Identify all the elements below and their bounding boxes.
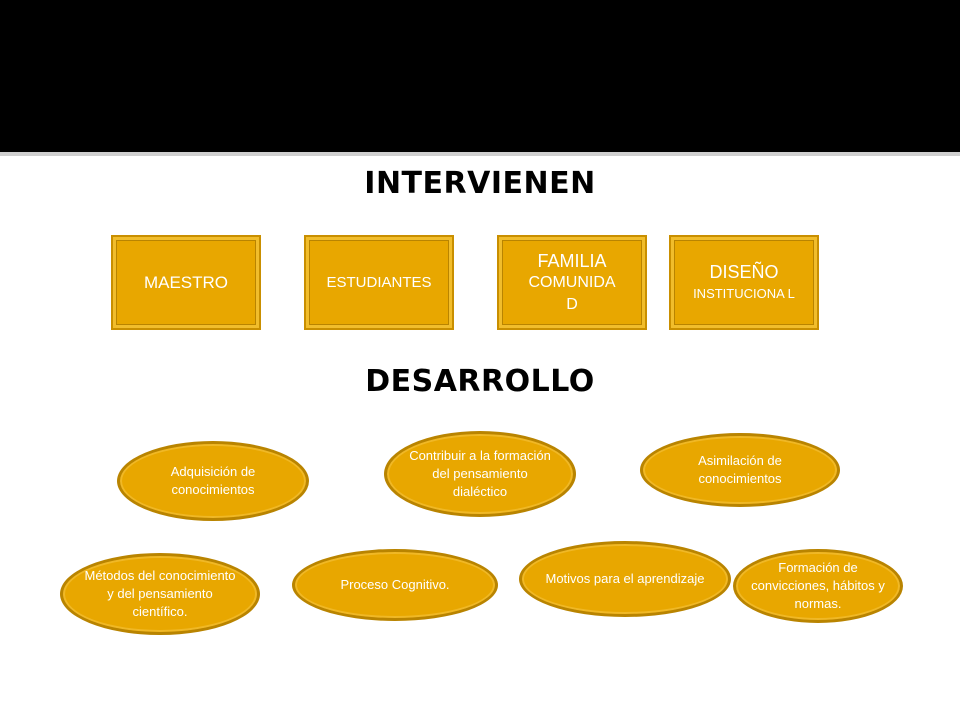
- oval-formacion: Formación de convicciones, hábitos y nor…: [733, 549, 903, 623]
- oval-formacion-label: Formación de convicciones, hábitos y nor…: [751, 560, 885, 611]
- oval-proceso-label: Proceso Cognitivo.: [340, 577, 450, 592]
- oval-contribuir-label: Contribuir a la formación del pensamient…: [409, 448, 551, 499]
- box-familia-label: FAMILIA: [537, 250, 607, 271]
- oval-adquisicion-label: Adquisición de conocimientos: [170, 464, 256, 497]
- oval-motivos-label: Motivos para el aprendizaje: [545, 571, 705, 586]
- box-comunidad-label: COMUNIDA D: [528, 273, 616, 313]
- box-estudiantes: ESTUDIANTES: [304, 235, 454, 330]
- oval-metodos: Métodos del conocimiento y del pensamien…: [60, 553, 260, 635]
- box-familia-comunidad: FAMILIA COMUNIDA D: [497, 235, 647, 330]
- box-maestro: MAESTRO: [111, 235, 261, 330]
- oval-motivos: Motivos para el aprendizaje: [519, 541, 731, 617]
- box-estudiantes-label: ESTUDIANTES: [326, 273, 432, 291]
- title-band: [0, 0, 960, 152]
- heading-intervienen: INTERVIENEN: [364, 166, 596, 201]
- oval-asimilacion: Asimilación de conocimientos: [640, 433, 840, 507]
- heading-desarrollo: DESARROLLO: [365, 364, 595, 399]
- oval-adquisicion: Adquisición de conocimientos: [117, 441, 309, 521]
- oval-metodos-label: Métodos del conocimiento y del pensamien…: [84, 568, 236, 619]
- box-diseno-institucional: DISEÑO INSTITUCIONA L: [669, 235, 819, 330]
- oval-contribuir: Contribuir a la formación del pensamient…: [384, 431, 576, 517]
- oval-asimilacion-label: Asimilación de conocimientos: [698, 453, 782, 486]
- title-band-divider: [0, 152, 960, 156]
- box-maestro-label: MAESTRO: [143, 272, 229, 292]
- oval-proceso-cognitivo: Proceso Cognitivo.: [292, 549, 498, 621]
- box-institucional-label: INSTITUCIONA L: [693, 285, 795, 301]
- box-diseno-label: DISEÑO: [709, 261, 779, 282]
